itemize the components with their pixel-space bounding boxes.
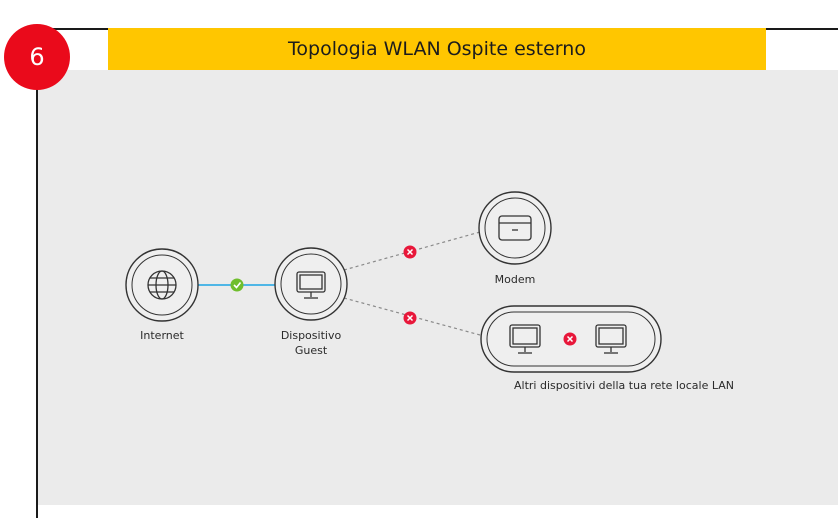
lan-label: Altri dispositivi della tua rete locale …	[514, 379, 734, 392]
device-label-line2: Guest	[295, 344, 328, 357]
step-badge: 6	[4, 24, 70, 90]
modem-label: Modem	[495, 273, 536, 286]
check-icon	[230, 278, 244, 292]
node-internet	[125, 248, 199, 322]
title-banner: Topologia WLAN Ospite esterno	[108, 28, 766, 70]
monitor-icon	[595, 324, 627, 354]
page-title: Topologia WLAN Ospite esterno	[288, 38, 586, 60]
monitor-icon	[509, 324, 541, 354]
internet-label: Internet	[140, 329, 184, 342]
x-icon	[403, 311, 417, 325]
x-icon	[403, 245, 417, 259]
network-topology-diagram: Internet Dispositivo Guest Modem	[125, 191, 734, 392]
monitor-icon	[296, 271, 326, 299]
router-icon	[498, 215, 532, 241]
node-modem	[478, 191, 552, 265]
device-label-line1: Dispositivo	[281, 329, 342, 342]
node-device-guest	[274, 247, 348, 321]
x-icon	[563, 332, 577, 346]
globe-icon	[147, 270, 177, 300]
